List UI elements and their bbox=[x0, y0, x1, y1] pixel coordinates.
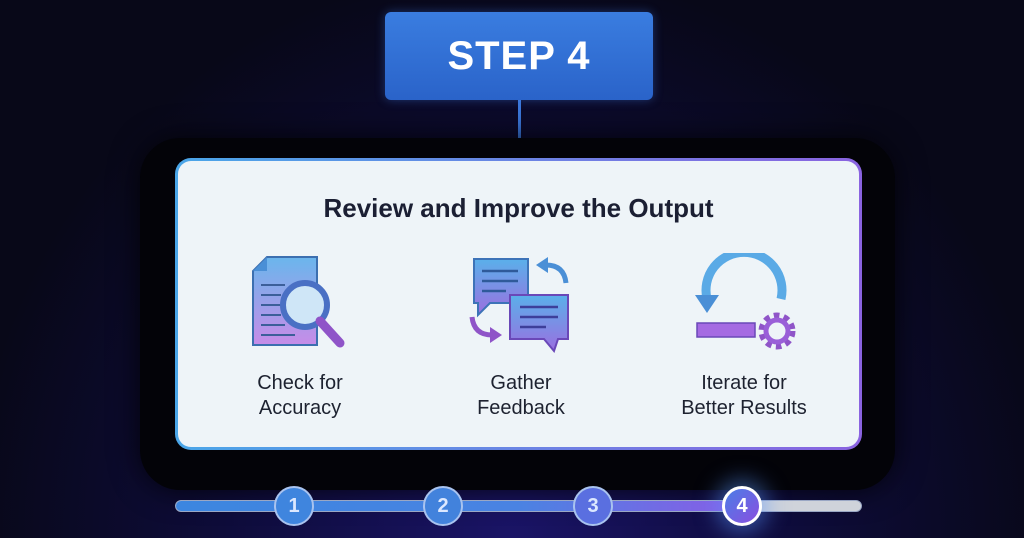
card-title: Review and Improve the Output bbox=[323, 193, 714, 223]
item-check-accuracy: Check for Accuracy bbox=[190, 253, 410, 421]
step-dot-3[interactable]: 3 bbox=[573, 486, 613, 526]
iterate-loop-gear-icon bbox=[695, 253, 796, 350]
item-gather-feedback: Gather Feedback bbox=[411, 253, 631, 421]
item-iterate: Iterate for Better Results bbox=[634, 253, 854, 421]
item-label: Gather Feedback bbox=[477, 372, 565, 419]
item-label: Check for Accuracy bbox=[257, 372, 343, 419]
connector-arrow-line bbox=[518, 100, 521, 146]
item-label: Iterate for Better Results bbox=[681, 372, 807, 419]
step-dot-1[interactable]: 1 bbox=[274, 486, 314, 526]
step-badge: STEP 4 bbox=[385, 12, 653, 100]
chat-bubbles-exchange-icon bbox=[469, 257, 569, 353]
step-dot-4[interactable]: 4 bbox=[722, 486, 762, 526]
document-magnifier-icon bbox=[252, 256, 345, 348]
step-dot-2[interactable]: 2 bbox=[423, 486, 463, 526]
step-card: Review and Improve the Output Check for … bbox=[175, 158, 862, 450]
